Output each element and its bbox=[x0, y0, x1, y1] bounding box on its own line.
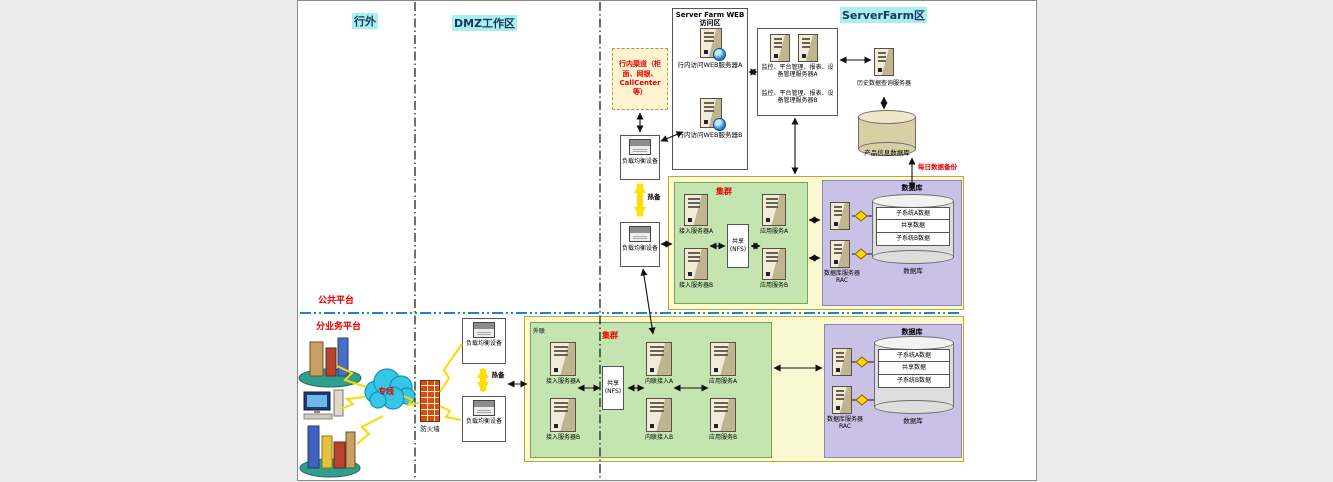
access-server-a-label: 接入服务器A bbox=[545, 378, 581, 385]
cylinder-bands: 子系统A数据 共享数据 子系统B数据 bbox=[876, 207, 950, 246]
internal-access-a-icon bbox=[646, 342, 672, 376]
app-server-b-label: 应用服务B bbox=[708, 434, 738, 441]
load-balancer-label: 负载均衡设备 bbox=[621, 245, 658, 252]
app-server-b-label: 应用服务B bbox=[759, 282, 789, 289]
external-label: 外联 bbox=[533, 328, 546, 335]
app-server-b-icon bbox=[710, 398, 736, 432]
lower-cluster-title: 集群 bbox=[602, 331, 618, 340]
band-subsystem-b: 子系统B数据 bbox=[878, 375, 950, 388]
lower-db-title: 数据库 bbox=[901, 328, 923, 336]
mgmt-server-b-icon bbox=[798, 34, 818, 62]
app-server-b-icon bbox=[762, 248, 786, 280]
app-server-a-label: 应用服务A bbox=[759, 228, 789, 235]
globe-icon bbox=[713, 118, 726, 131]
firewall-label: 防火墙 bbox=[420, 425, 440, 433]
load-balancer-label: 负载均衡设备 bbox=[465, 418, 502, 425]
rac-server-icon bbox=[830, 240, 850, 268]
cylinder-bands: 子系统A数据 共享数据 子系统B数据 bbox=[878, 349, 950, 388]
app-server-a-label: 应用服务A bbox=[708, 378, 738, 385]
access-server-b-icon bbox=[550, 398, 576, 432]
load-balancer-icon bbox=[473, 322, 495, 338]
cylinder-bottom bbox=[874, 400, 954, 414]
internal-access-b-label: 内联接入B bbox=[644, 434, 674, 441]
internal-access-b-icon bbox=[646, 398, 672, 432]
globe-icon bbox=[713, 48, 726, 61]
upper-rac-db-cylinder: 子系统A数据 共享数据 子系统B数据 bbox=[872, 194, 954, 264]
band-shared-data: 共享数据 bbox=[878, 362, 950, 375]
cylinder-top bbox=[874, 336, 954, 350]
computer-icon bbox=[303, 389, 344, 420]
hot-standby-label: 热备 bbox=[491, 371, 505, 379]
internal-channel-box: 行内渠道（柜面、网银、CallCenter等） bbox=[612, 48, 668, 110]
load-balancer-icon bbox=[629, 139, 651, 155]
load-balancer-icon bbox=[473, 400, 495, 416]
label-public-platform: 公共平台 bbox=[318, 296, 355, 306]
firewall-icon bbox=[420, 380, 440, 422]
cylinder-top bbox=[858, 110, 916, 124]
web-server-a-icon bbox=[700, 28, 726, 61]
zone-label-outside: 行外 bbox=[352, 13, 378, 29]
cylinder-bottom bbox=[872, 250, 954, 264]
web-server-b-label: 行内访问WEB服务器B bbox=[677, 131, 743, 139]
nfs-share-box: 共享 (NFS) bbox=[727, 224, 749, 268]
rac-server-icon bbox=[832, 386, 852, 414]
label-sub-business-platform: 分业务平台 bbox=[316, 322, 362, 332]
upper-rac-label: 数据库服务器RAC bbox=[823, 270, 860, 285]
cylinder-top bbox=[872, 194, 954, 208]
leased-line-label: 专线 bbox=[378, 387, 394, 396]
access-server-b-icon bbox=[684, 248, 708, 280]
access-server-a-icon bbox=[550, 342, 576, 376]
access-server-b-label: 接入服务器B bbox=[545, 434, 581, 441]
band-subsystem-a: 子系统A数据 bbox=[876, 207, 950, 220]
access-server-a-label: 接入服务器A bbox=[678, 228, 714, 235]
history-server-label: 历史数据查询服务器 bbox=[856, 80, 911, 87]
band-subsystem-a: 子系统A数据 bbox=[878, 349, 950, 362]
web-server-a-label: 行内访问WEB服务器A bbox=[677, 61, 743, 69]
band-shared-data: 共享数据 bbox=[876, 220, 950, 233]
buildings-icon-2 bbox=[299, 425, 361, 478]
lower-rac-db-cylinder: 子系统A数据 共享数据 子系统B数据 bbox=[874, 336, 954, 414]
cloud-icon bbox=[364, 368, 416, 410]
internal-access-a-label: 内联接入A bbox=[644, 378, 674, 385]
load-balancer-label: 负载均衡设备 bbox=[465, 340, 502, 347]
mgmt-server-b-label: 监控、平台管理、报表、设备管理服务器B bbox=[761, 90, 834, 105]
daily-backup-label: 每日数据备份 bbox=[918, 163, 957, 171]
web-server-b-icon bbox=[700, 98, 726, 131]
access-server-a-icon bbox=[684, 194, 708, 226]
nfs-line1: 共享 bbox=[731, 238, 744, 246]
hot-standby-label: 热备 bbox=[647, 193, 661, 201]
upper-db-title: 数据库 bbox=[901, 184, 923, 192]
history-server-icon bbox=[874, 48, 894, 76]
upper-db-cylinder-label: 数据库 bbox=[903, 267, 923, 275]
load-balancer-box bbox=[620, 222, 660, 267]
product-db-cylinder bbox=[858, 110, 916, 156]
mgmt-server-a-icon bbox=[770, 34, 790, 62]
zone-label-dmz: DMZ工作区 bbox=[452, 15, 518, 31]
cylinder-bottom bbox=[858, 142, 916, 156]
rac-server-icon bbox=[832, 348, 852, 376]
load-balancer-label: 负载均衡设备 bbox=[621, 158, 658, 165]
upper-cluster-title: 集群 bbox=[716, 187, 732, 196]
access-server-b-label: 接入服务器B bbox=[678, 282, 714, 289]
app-server-a-icon bbox=[710, 342, 736, 376]
product-db-label: 产品信息数据库 bbox=[864, 149, 910, 157]
band-subsystem-b: 子系统B数据 bbox=[876, 233, 950, 246]
lower-db-cylinder-label: 数据库 bbox=[903, 417, 923, 425]
nfs-line1: 共享 bbox=[606, 380, 619, 388]
web-access-zone-title: Server Farm WEB访问区 bbox=[675, 11, 745, 28]
lower-rac-label: 数据库服务器RAC bbox=[826, 416, 863, 431]
nfs-line2: (NFS) bbox=[604, 388, 622, 395]
nfs-share-box: 共享 (NFS) bbox=[602, 366, 624, 410]
zone-label-serverfarm: ServerFarm区 bbox=[840, 7, 928, 23]
buildings-icon bbox=[298, 337, 362, 388]
nfs-line2: (NFS) bbox=[729, 246, 747, 253]
mgmt-server-a-label: 监控、平台管理、报表、设备管理服务器A bbox=[761, 64, 834, 79]
app-server-a-icon bbox=[762, 194, 786, 226]
rac-server-icon bbox=[830, 202, 850, 230]
load-balancer-icon bbox=[629, 226, 651, 242]
